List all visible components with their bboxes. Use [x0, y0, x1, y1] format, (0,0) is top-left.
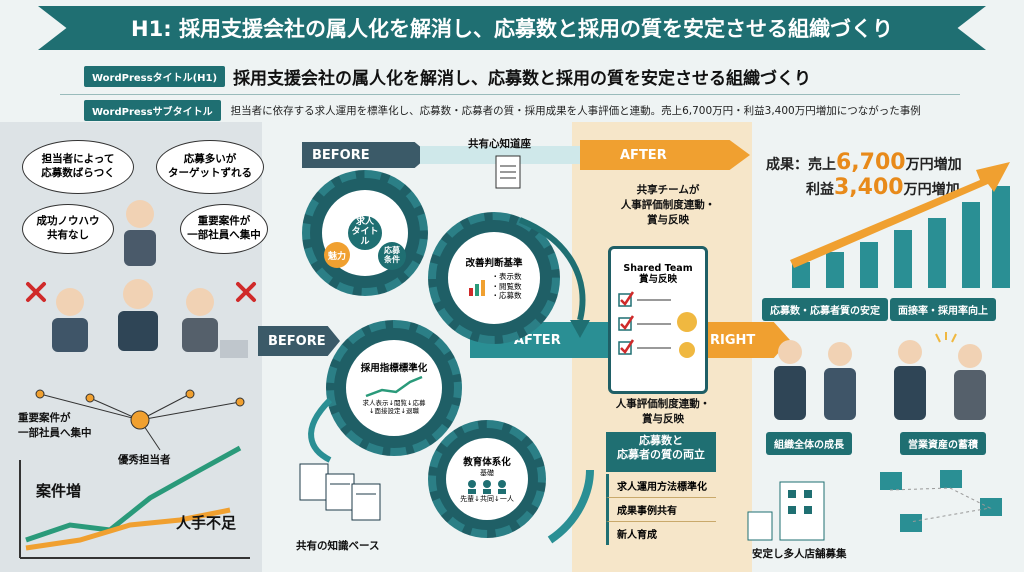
before-arrow-top: BEFORE [302, 142, 430, 168]
growth-bar-chart [790, 162, 1010, 288]
gear1-center: 求人 タイトル [348, 216, 382, 250]
arrow-head-icon [570, 320, 590, 338]
result-pill-2: 面接率・採用率向上 [890, 298, 996, 321]
balance-list: 求人運用方法標準化 成果事例共有 新人育成 [606, 474, 716, 545]
subtitle-row: WordPressサブタイトル 担当者に依存する求人運用を標準化し、応募数・応募… [84, 100, 921, 121]
clipboard-card: Shared Team 賞与反映 [608, 246, 708, 394]
result-pill-1: 応募数・応募者質の安定 [762, 298, 888, 321]
checklist-icon [618, 291, 697, 358]
result-sales-suffix: 万円増加 [905, 157, 962, 173]
clipboard-caption: 人事評価制度連動・ 賞与反映 [615, 398, 711, 425]
chart-label-shortage: 人手不足 [176, 514, 237, 532]
result-profit-suffix: 万円増加 [903, 182, 960, 198]
businessperson-icon [774, 340, 986, 420]
title-row: WordPressタイトル(H1) 採用支援会社の属人化を解消し、応募数と採用の… [84, 64, 811, 89]
before-top-label: BEFORE [312, 147, 370, 163]
result-pill-3: 組織全体の成長 [766, 432, 852, 455]
medal-icon [677, 311, 697, 332]
right-arrow-label: RIGHT [710, 332, 756, 348]
team-label: 共享チームが 人事評価制度連動・ 賞与反映 [620, 184, 716, 226]
before-illustration [19, 200, 256, 559]
gear1-conditions: 応募 条件 [378, 242, 406, 270]
problem-bubble-1: 担当者によって 応募数ばらつく [22, 140, 134, 194]
subtitle-tag: WordPressサブタイトル [84, 100, 221, 121]
result-pill-4: 営業資産の蓄積 [900, 432, 986, 455]
growth-arrow-icon [790, 162, 1010, 268]
gear3-caption: 求人表示↓閲覧↓応募 ↓面接設定↓退職 [362, 399, 426, 415]
divider [60, 94, 960, 95]
team-celebration-illustration [774, 332, 986, 420]
page-banner: H1: 採用支援会社の属人化を解消し、応募数と採用の質を安定させる組織づくり [38, 6, 986, 50]
stores-label: 安定し多人店舗募集 [752, 548, 847, 560]
flow-arrows [308, 217, 594, 544]
gear-standard-kpi: 採用指標標準化 求人表示↓閲覧↓応募 ↓面接設定↓退職 [326, 320, 462, 456]
knowledge-base-label: 共有の知識ベース [296, 540, 380, 552]
page-subtitle: 担当者に依存する求人運用を標準化し、応募数・応募者の質・採用成果を人事評価と連動… [230, 105, 921, 117]
shared-top-label: 共有心知道座 [468, 138, 531, 150]
problem-bubble-3: 成功ノウハウ 共有なし [22, 204, 114, 254]
gear1-appeal: 魅力 [324, 242, 350, 268]
stores-map-illustration [747, 470, 1002, 541]
title-tag: WordPressタイトル(H1) [84, 66, 226, 87]
right-arrow: RIGHT [700, 322, 790, 358]
balance-item-3: 新人育成 [606, 522, 716, 545]
before-mid-label: BEFORE [268, 333, 326, 349]
page-title: 採用支援会社の属人化を解消し、応募数と採用の質を安定させる組織づくり [233, 69, 812, 89]
gear4-caption: 基礎 [480, 469, 494, 477]
gear2-items: ・表示数 ・閲覧数 ・応募数 [491, 271, 522, 301]
gear-education: 教育体系化 基礎 先輩↓共同↓一人 [428, 420, 546, 538]
people-icon [468, 480, 506, 494]
problem-bubble-2: 応募多いが ターゲットずれる [156, 140, 264, 194]
after-arrow-top: AFTER [580, 140, 750, 170]
clipboard-title: Shared Team 賞与反映 [623, 263, 693, 286]
bar-chart-icon [468, 279, 485, 296]
gear3-title: 採用指標標準化 [360, 363, 428, 375]
line-chart-icon [19, 445, 250, 559]
knowledge-base-icon [299, 463, 381, 521]
problem-bubble-4: 重要案件が 一部社員へ集中 [180, 204, 268, 254]
results-block: 成果：売上6,700万円増加 利益3,400万円増加 [766, 150, 966, 200]
worker-group-icon [52, 279, 248, 358]
cross-mark-icon [26, 282, 256, 302]
after-mid-label: AFTER [514, 332, 561, 348]
gear4-row: 先輩↓共同↓一人 [460, 495, 514, 503]
stressed-person-icon [124, 200, 156, 266]
building-icon [747, 481, 825, 541]
banner-text: H1: 採用支援会社の属人化を解消し、応募数と採用の質を安定させる組織づくり [131, 17, 893, 41]
trend-line-icon [365, 376, 423, 398]
balance-box: 応募数と 応募者の質の両立 [606, 432, 716, 472]
balance-item-2: 成果事例共有 [606, 498, 716, 522]
gear-criteria: 改善判断基準 ・表示数 ・閲覧数 ・応募数 [428, 212, 560, 344]
result-sales: 6,700 [836, 150, 906, 175]
before-arrow-mid: BEFORE [258, 326, 340, 356]
after-top-label: AFTER [620, 147, 667, 163]
network-label: 重要案件が 一部社員へ集中 [18, 412, 92, 439]
chart-label-increase: 案件増 [36, 482, 82, 500]
arrow-connector [420, 146, 580, 164]
result-prefix: 成果：売上 [766, 157, 836, 173]
gear-job-title: 求人 タイトル 魅力 応募 条件 [302, 170, 428, 296]
result-profit: 3,400 [834, 175, 904, 200]
map-pin-icon [880, 470, 1002, 532]
gear2-title: 改善判断基準 [465, 257, 523, 269]
balance-item-1: 求人運用方法標準化 [606, 474, 716, 498]
top-performer-label: 優秀担当者 [118, 454, 171, 466]
result-profit-prefix: 利益 [806, 182, 834, 198]
gear4-title: 教育体系化 [463, 457, 511, 468]
network-icon [35, 389, 245, 451]
document-icon [495, 155, 521, 189]
